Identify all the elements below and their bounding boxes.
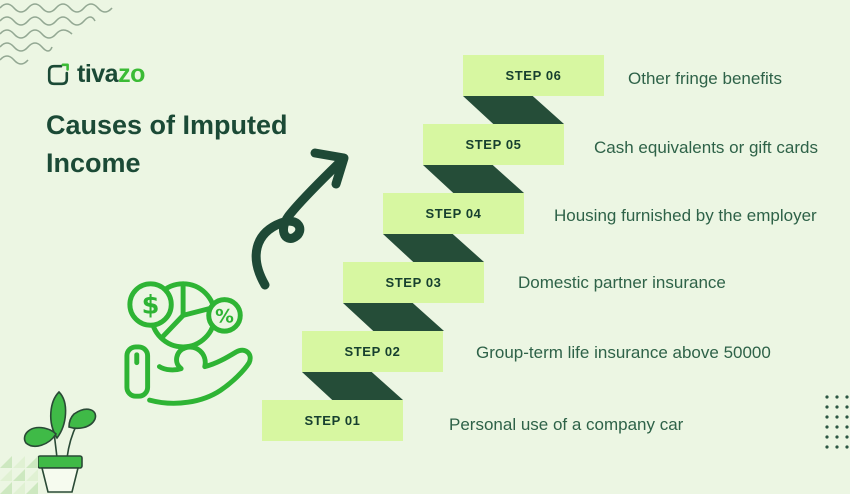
dollar-glyph: $ [142,290,160,320]
step-block-6: STEP 06 [463,55,604,96]
plant-pot-icon [23,390,97,493]
step-block-2: STEP 02 [302,331,443,372]
curved-arrow-icon [251,148,349,290]
step-description-5: Cash equivalents or gift cards [594,138,818,157]
step-description-3: Domestic partner insurance [518,273,726,292]
step-block-1: STEP 01 [262,400,403,441]
step-label-6: STEP 06 [505,68,562,83]
step-label-1: STEP 01 [304,413,361,428]
step-label-3: STEP 03 [385,275,442,290]
step-label-5: STEP 05 [465,137,522,152]
step-description-1: Personal use of a company car [449,415,684,434]
step-connector-2-1 [302,372,403,400]
step-description-2: Group-term life insurance above 50000 [476,343,771,362]
step-block-5: STEP 05 [423,124,564,165]
money-hand-icon: $ % [124,281,253,406]
triangle-pattern-icon [0,456,38,494]
step-description-4: Housing furnished by the employer [554,206,817,225]
wave-pattern-icon [0,3,113,65]
step-label-2: STEP 02 [344,344,401,359]
step-connector-4-3 [383,234,484,262]
brand-logo: tivazo [46,60,145,89]
dot-grid-pattern-icon [825,395,849,449]
page-title: Causes of Imputed Income [46,110,288,178]
step-connector-3-2 [343,303,444,331]
step-block-4: STEP 04 [383,193,524,234]
step-description-6: Other fringe benefits [628,69,783,88]
logo-frame-icon [47,63,69,85]
percent-glyph: % [215,306,234,327]
step-connector-6-5 [463,96,564,124]
step-block-3: STEP 03 [343,262,484,303]
step-label-4: STEP 04 [425,206,482,221]
step-connector-5-4 [423,165,524,193]
logo-text: tivazo [77,60,145,88]
